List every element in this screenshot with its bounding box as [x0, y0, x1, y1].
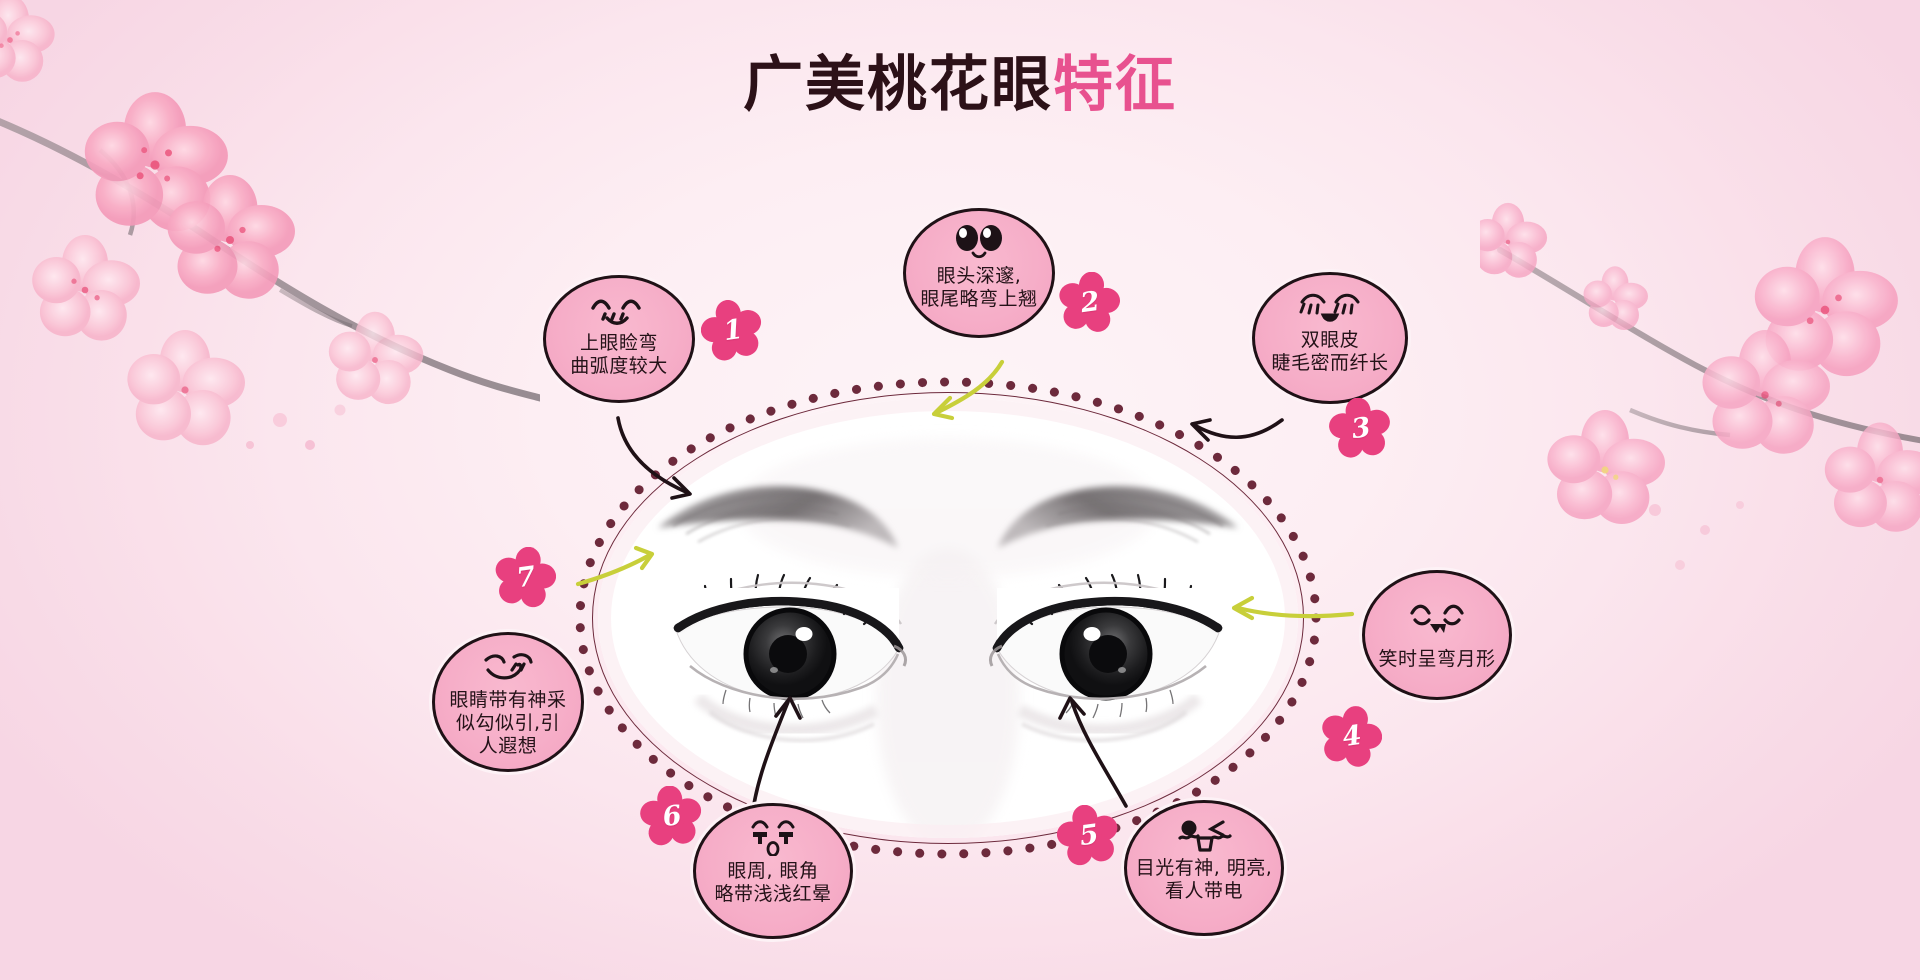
- smiling-closed-eyes-face-icon: [585, 288, 653, 330]
- feature-badge-3-number: 3: [1349, 411, 1373, 445]
- big-round-eyes-face-icon: [948, 221, 1010, 263]
- feature-badge-2: 2: [1058, 271, 1121, 334]
- feature-bubble-2[interactable]: 眼头深邃, 眼尾略弯上翘: [903, 208, 1055, 338]
- long-lashes-closed-eyes-face-icon: [1294, 285, 1366, 327]
- feature-bubble-7[interactable]: 眼睛带有神采 似勾似引,引 人遐想: [432, 632, 584, 772]
- winking-face-icon: [1171, 813, 1237, 855]
- feature-bubble-6[interactable]: 眼周, 眼角 略带浅浅红晕: [693, 803, 853, 939]
- smirking-face-icon: [476, 645, 540, 687]
- feature-badge-6: 6: [640, 785, 702, 848]
- feature-badge-1-number: 1: [721, 313, 745, 347]
- feature-bubble-4-text: 笑时呈弯月形: [1378, 648, 1496, 671]
- feature-badge-7-number: 7: [514, 560, 538, 594]
- page-title-dark-part: 广美桃花眼: [743, 50, 1053, 120]
- feature-bubble-4[interactable]: 笑时呈弯月形: [1362, 570, 1512, 700]
- feature-bubble-5[interactable]: 目光有神, 明亮, 看人带电: [1124, 800, 1284, 936]
- feature-badge-2-number: 2: [1078, 285, 1102, 319]
- feature-bubble-3-text: 双眼皮 睫毛密而纤长: [1271, 329, 1389, 375]
- center-eyes-photo: [575, 377, 1321, 859]
- feature-badge-3: 3: [1329, 397, 1391, 460]
- feature-badge-5-number: 5: [1077, 818, 1101, 852]
- feature-bubble-5-text: 目光有神, 明亮, 看人带电: [1135, 857, 1273, 903]
- feature-badge-4-number: 4: [1340, 719, 1364, 753]
- feature-badge-4: 4: [1320, 706, 1383, 768]
- feature-badge-7: 7: [494, 546, 557, 609]
- feature-bubble-2-text: 眼头深邃, 眼尾略弯上翘: [920, 265, 1038, 311]
- page-title-accent-part: 特征: [1053, 50, 1177, 120]
- feature-bubble-3[interactable]: 双眼皮 睫毛密而纤长: [1252, 272, 1408, 404]
- feature-badge-1: 1: [700, 299, 763, 362]
- feature-badge-6-number: 6: [660, 799, 684, 833]
- feature-bubble-6-text: 眼周, 眼角 略带浅浅红晕: [714, 860, 832, 906]
- feature-bubble-1[interactable]: 上眼睑弯 曲弧度较大: [543, 275, 695, 403]
- right-blossom-branch-decoration: [1480, 180, 1920, 600]
- feature-bubble-7-text: 眼睛带有神采 似勾似引,引 人遐想: [449, 689, 567, 758]
- surprised-face-icon: [740, 816, 806, 858]
- feature-bubble-1-text: 上眼睑弯 曲弧度较大: [570, 332, 668, 378]
- fang-smile-face-icon: [1404, 598, 1470, 640]
- page-title: 广美桃花眼特征: [0, 55, 1920, 115]
- feature-badge-5: 5: [1056, 804, 1119, 867]
